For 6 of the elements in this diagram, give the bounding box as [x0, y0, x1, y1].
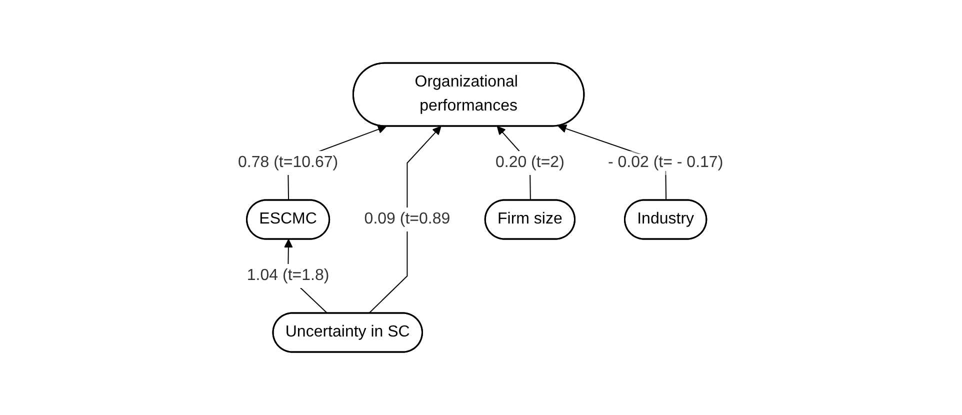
edge-label: 1.04 (t=1.8) [247, 266, 330, 284]
edge-label: 0.20 (t=2) [496, 154, 565, 171]
edge-label: - 0.02 (t= - 0.17) [608, 154, 724, 171]
arrow [368, 126, 442, 314]
edge-label: 0.09 (t=0.89 [364, 210, 451, 228]
edge-label: 0.78 (t=10.67) [238, 154, 338, 171]
